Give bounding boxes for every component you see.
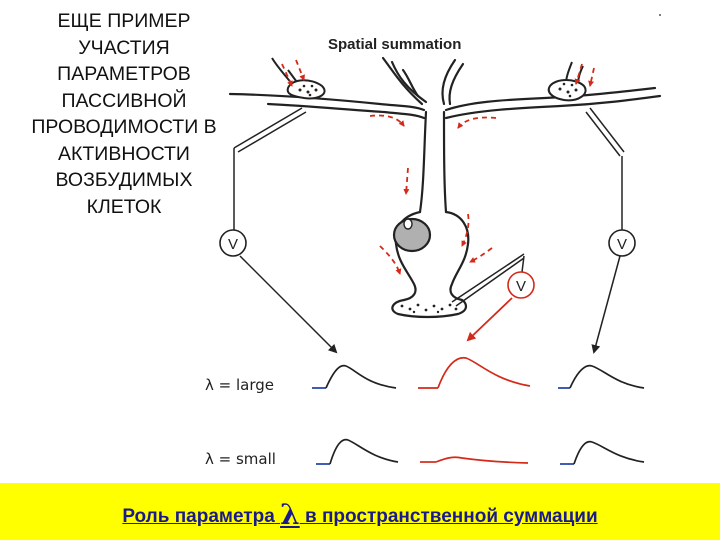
nucleus [392,217,432,253]
electrodes [233,107,625,307]
traces-large [312,356,645,389]
title-line: ПРОВОДИМОСТИ В [31,116,217,138]
footer-text-before: Роль параметра [122,506,275,527]
voltmeter-right: V [608,229,636,257]
spatial-summation-figure: Spatial summation [205,14,662,468]
title-line: УЧАСТИЯ [78,36,170,59]
footer-bar: Роль параметра λ в пространственной сумм… [0,483,720,540]
arrow-right [591,255,621,354]
title-line: АКТИВНОСТИ [58,142,190,165]
voltmeter-label: V [228,236,238,253]
nucleolus [403,218,413,230]
traces-small [316,438,645,465]
title-line: ЕЩЕ ПРИМЕР [57,10,191,32]
speck [659,14,661,16]
slide-title: ЕЩЕ ПРИМЕР УЧАСТИЯ ПАРАМЕТРОВ ПАССИВНОЙ … [0,8,248,220]
lambda-small-label: λ = small [205,450,276,468]
footer-text-after: в пространственной суммации [304,506,598,527]
trace-large-left [312,364,397,389]
synapse-left [271,57,326,100]
trace-small-center [420,456,529,464]
arrow-left [239,255,338,354]
current-flow-arrows [281,59,595,275]
title-line: ВОЗБУДИМЫХ [55,169,193,191]
trace-small-left [316,438,399,465]
lambda-symbol: λ [280,498,300,531]
footer-caption: Роль параметра λ в пространственной сумм… [0,483,720,540]
trace-large-right [558,364,645,389]
voltmeter-label: V [617,236,627,253]
voltmeter-left: V [219,229,247,257]
synaptic-dots [400,303,458,314]
trace-large-center [418,356,531,389]
voltmeter-center: V [507,271,535,299]
trace-small-right [560,440,645,465]
arrow-center [466,297,513,342]
lambda-large-label: λ = large [205,376,274,394]
synapse-right [547,61,587,102]
title-line: КЛЕТОК [86,195,162,218]
title-line: ПАССИВНОЙ [61,89,187,112]
voltmeter-label: V [516,278,526,295]
title-line: ПАРАМЕТРОВ [57,63,191,85]
figure-heading: Spatial summation [328,36,461,53]
